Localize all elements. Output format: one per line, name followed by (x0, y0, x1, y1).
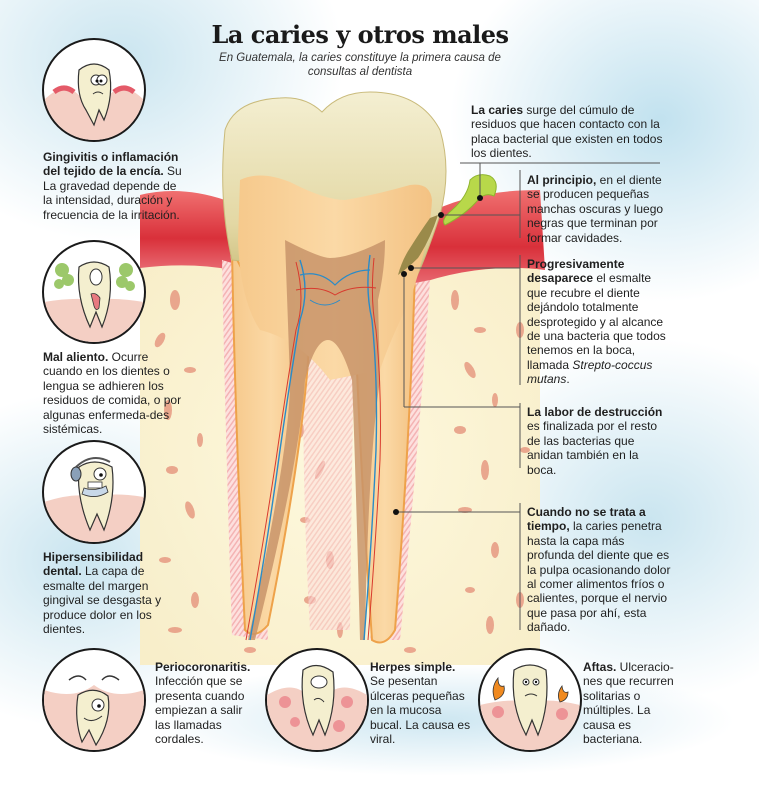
note-progresivamente-species: Strepto-coccus mutans (527, 357, 653, 387)
note-labor-destruccion-text: es finalizada por el resto de las bacter… (527, 419, 658, 477)
note-periocoronaritis-text: Infección que se presenta cuando empieza… (155, 674, 245, 747)
herpes-illustration (265, 648, 369, 752)
gingivitis-illustration (42, 38, 146, 142)
note-gingivitis: Gingivitis o inflamación del tejido de l… (43, 150, 183, 222)
aftas-illustration (478, 648, 582, 752)
note-progresivamente: Progresivamente desaparece el esmalte qu… (527, 257, 672, 387)
note-labor-destruccion: La labor de destrucción es finalizada po… (527, 405, 667, 477)
note-mal-aliento-text: Ocurre cuando en los dientes o lengua se… (43, 350, 182, 437)
tooth-with-flames-icon (480, 664, 580, 750)
callout-lines (396, 162, 660, 630)
tooth-with-inflamed-gums-icon (44, 63, 144, 140)
tooth-with-ulcers-icon (267, 664, 367, 750)
tooth-with-bad-breath-icon (44, 261, 144, 342)
note-hipersensibilidad-title: Hipersensibilidad dental. (43, 550, 144, 579)
note-no-se-trata: Cuando no se trata a tiempo, la caries p… (527, 505, 672, 635)
tooth-with-earmuffs-icon (44, 457, 144, 542)
hypersensitivity-illustration (42, 440, 146, 544)
note-herpes-text: Se pesentan úlceras pequeñas en la mucos… (370, 674, 471, 747)
note-la-caries-title: La caries (471, 103, 524, 117)
note-la-caries: La caries surge del cúmulo de residuos q… (471, 103, 671, 161)
note-aftas-title: Aftas. (583, 660, 617, 674)
page-title: La caries y otros males (211, 20, 509, 49)
note-aftas: Aftas. Ulceracio-nes que recurren solita… (583, 660, 678, 746)
erupting-wisdom-tooth-icon (44, 675, 144, 750)
note-herpes-title: Herpes simple. (370, 660, 456, 674)
note-progresivamente-tail: . (566, 372, 570, 387)
note-la-caries-text: surge del cúmulo de residuos que hacen c… (471, 103, 663, 161)
note-al-principio-text: en el diente se producen pequeñas mancha… (527, 173, 664, 245)
pulp-chamber (245, 240, 385, 641)
note-no-se-trata-text: la caries penetra hasta la capa más prof… (527, 519, 671, 635)
note-mal-aliento-title: Mal aliento. (43, 350, 109, 364)
note-periocoronaritis-title: Periocoronaritis. (155, 660, 251, 674)
note-aftas-text: Ulceracio-nes que recurren solitarias o … (583, 660, 674, 747)
note-progresivamente-text: el esmalte que recubre el diente dejándo… (527, 271, 666, 372)
note-gingivitis-text: Su La gravedad depende de la intensidad,… (43, 164, 182, 222)
page-subtitle: En Guatemala, la caries constituye la pr… (219, 52, 501, 78)
bad-breath-illustration (42, 240, 146, 344)
note-al-principio-title: Al principio, (527, 173, 597, 187)
note-progresivamente-title: Progresivamente desaparece (527, 257, 625, 286)
note-no-se-trata-title: Cuando no se trata a tiempo, (527, 505, 646, 534)
note-gingivitis-title: Gingivitis o inflamación del tejido de l… (43, 150, 179, 179)
note-periocoronaritis: Periocoronaritis. Infección que se prese… (155, 660, 260, 746)
note-labor-destruccion-title: La labor de destrucción (527, 405, 663, 419)
note-mal-aliento: Mal aliento. Ocurre cuando en los diente… (43, 350, 183, 436)
note-hipersensibilidad: Hipersensibilidad dental. La capa de esm… (43, 550, 171, 636)
note-herpes: Herpes simple. Se pesentan úlceras peque… (370, 660, 472, 746)
callout-dots (393, 195, 483, 515)
periocoronaritis-illustration (42, 648, 146, 752)
note-al-principio: Al principio, en el diente se producen p… (527, 173, 672, 245)
note-hipersensibilidad-text: La capa de esmalte del margen gingival s… (43, 564, 162, 637)
